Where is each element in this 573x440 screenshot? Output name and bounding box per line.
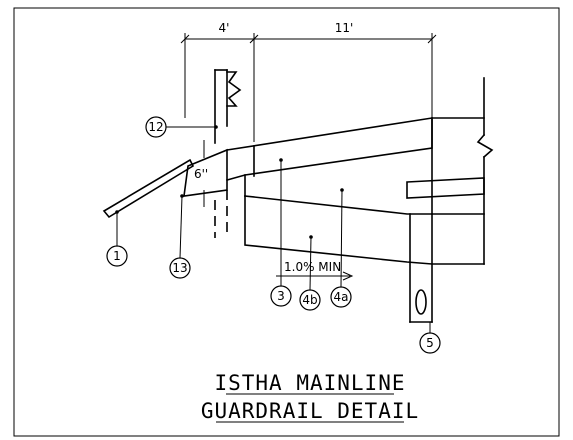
- drawing-title: ISTHA MAINLINE GUARDRAIL DETAIL: [201, 371, 419, 423]
- svg-text:5: 5: [426, 336, 434, 350]
- callout-13: 13: [169, 257, 191, 279]
- post-height-label: 6'': [194, 167, 208, 181]
- sheet-border: [13, 7, 560, 437]
- svg-text:4a: 4a: [334, 290, 349, 304]
- svg-text:4b: 4b: [302, 293, 317, 307]
- callout-4b: 4b: [299, 289, 321, 311]
- title-line-1: ISTHA MAINLINE: [214, 371, 405, 395]
- leader-lines: [115, 125, 431, 333]
- title-line-2: GUARDRAIL DETAIL: [201, 399, 419, 423]
- svg-text:1: 1: [113, 249, 121, 263]
- base-course-top: [244, 195, 485, 215]
- dimension-4ft-label: 4': [219, 21, 230, 35]
- base-course: [244, 195, 485, 265]
- callout-12: 12: [145, 116, 167, 138]
- underdrain-pipe: [409, 213, 433, 323]
- dimension-11ft-label: 11': [335, 21, 354, 35]
- svg-text:12: 12: [148, 120, 163, 134]
- ledge: [406, 177, 485, 199]
- w-beam-rail: [226, 71, 242, 107]
- callout-1: 1: [106, 245, 128, 267]
- guardrail-post: [214, 69, 228, 238]
- pavement-slab: [226, 117, 433, 181]
- callout-5: 5: [419, 332, 441, 354]
- structure-wall: [431, 77, 494, 265]
- callout-3: 3: [270, 285, 292, 307]
- top-dimensions: 4' 11': [180, 21, 437, 142]
- blockout: [183, 148, 228, 197]
- svg-text:13: 13: [172, 261, 187, 275]
- callout-4a: 4a: [330, 286, 352, 308]
- shoulder-slope: [102, 158, 195, 219]
- svg-text:3: 3: [277, 289, 285, 303]
- slope-note: 1.0% MIN: [284, 260, 341, 274]
